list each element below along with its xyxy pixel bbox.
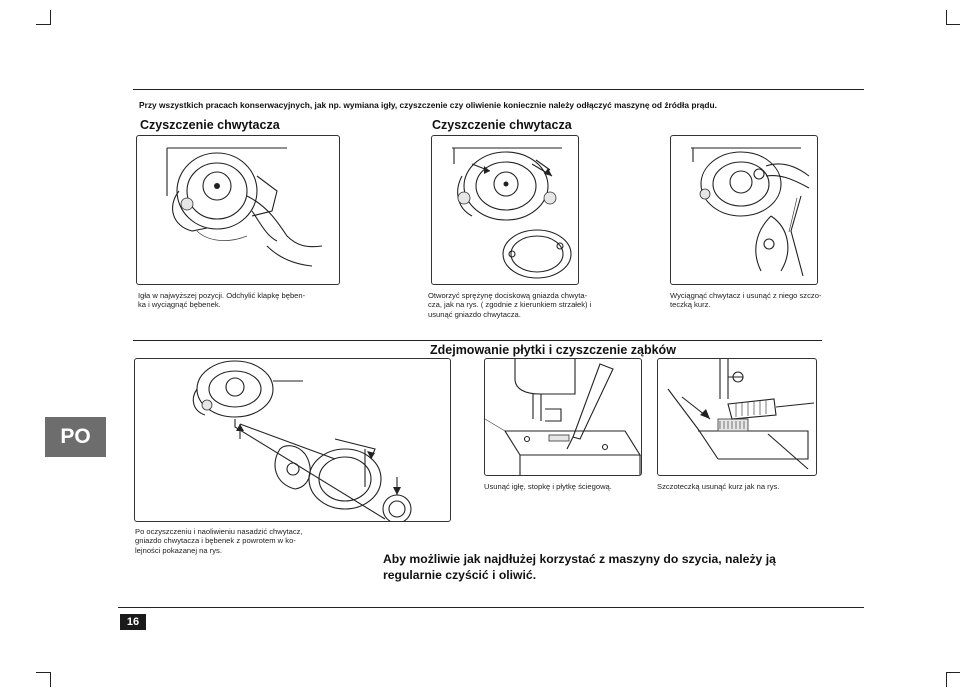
caption-step-5: Szczoteczką usunąć kurz jak na rys.: [657, 482, 780, 491]
bottom-rule: [118, 607, 864, 608]
section-heading-plate-removal: Zdejmowanie płytki i czyszczenie ząbków: [430, 343, 676, 357]
caption-step-4: Usunąć igłę, stopkę i płytkę ściegową.: [484, 482, 612, 491]
maintenance-note: Aby możliwie jak najdłużej korzystać z m…: [383, 552, 776, 582]
figure-brush-feed-dogs: [657, 358, 817, 476]
figure-remove-bobbin-case: [136, 135, 340, 285]
figure-reassembly-sequence: [134, 358, 451, 522]
section-heading-hook-cleaning-left: Czyszczenie chwytacza: [140, 118, 280, 132]
caption-step-3: Wyciągnąć chwytacz i usunąć z niego szcz…: [670, 291, 822, 310]
crop-mark-bottom-left: [36, 672, 51, 687]
top-rule: [133, 89, 864, 90]
safety-warning: Przy wszystkich pracach konserwacyjnych,…: [139, 100, 717, 110]
figure-clean-hook-with-brush: [670, 135, 818, 285]
page-number: 16: [120, 614, 146, 630]
middle-rule: [133, 340, 822, 341]
figure-open-hook-race-spring: [431, 135, 579, 285]
caption-step-1: Igła w najwyższej pozycji. Odchylić klap…: [138, 291, 306, 310]
section-heading-hook-cleaning-right: Czyszczenie chwytacza: [432, 118, 572, 132]
caption-step-2: Otworzyć sprężynę dociskową gniazda chwy…: [428, 291, 592, 319]
crop-mark-bottom-right: [946, 672, 960, 687]
caption-reassembly: Po oczyszczeniu i naoliwieniu nasadzić c…: [135, 527, 303, 555]
figure-remove-needle-foot-plate: [484, 358, 642, 476]
crop-mark-top-right: [946, 10, 960, 25]
language-tab: PO: [45, 417, 106, 457]
crop-mark-top-left: [36, 10, 51, 25]
